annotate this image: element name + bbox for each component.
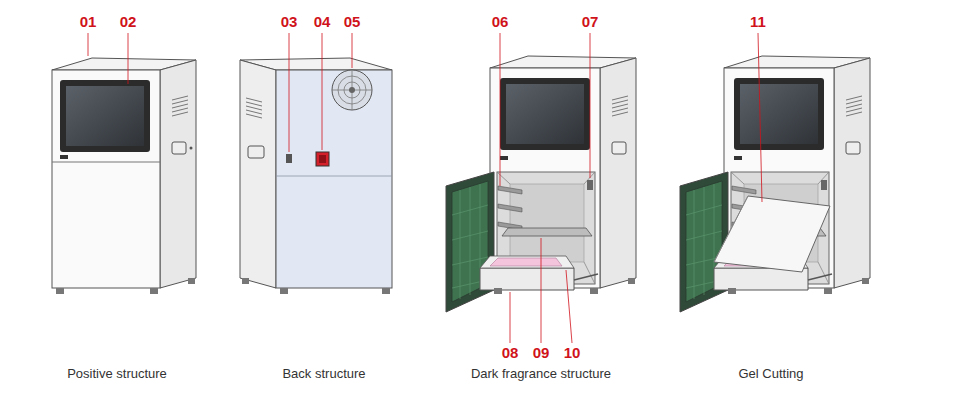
- callout-number: 08: [502, 345, 519, 361]
- callout-number: 09: [533, 345, 550, 361]
- view-caption: Gel Cutting: [738, 366, 803, 381]
- callout-number: 07: [582, 14, 599, 30]
- callout-number: 11: [750, 14, 766, 30]
- callout-number: 01: [80, 14, 97, 30]
- callout-number: 04: [314, 14, 331, 30]
- view-caption: Positive structure: [67, 366, 167, 381]
- view-caption: Back structure: [282, 366, 365, 381]
- view-caption: Dark fragrance structure: [471, 366, 611, 381]
- callout-number: 10: [564, 345, 581, 361]
- callout-number: 05: [344, 14, 361, 30]
- callout-number: 06: [492, 14, 509, 30]
- callout-number: 02: [120, 14, 137, 30]
- callout-number: 03: [281, 14, 298, 30]
